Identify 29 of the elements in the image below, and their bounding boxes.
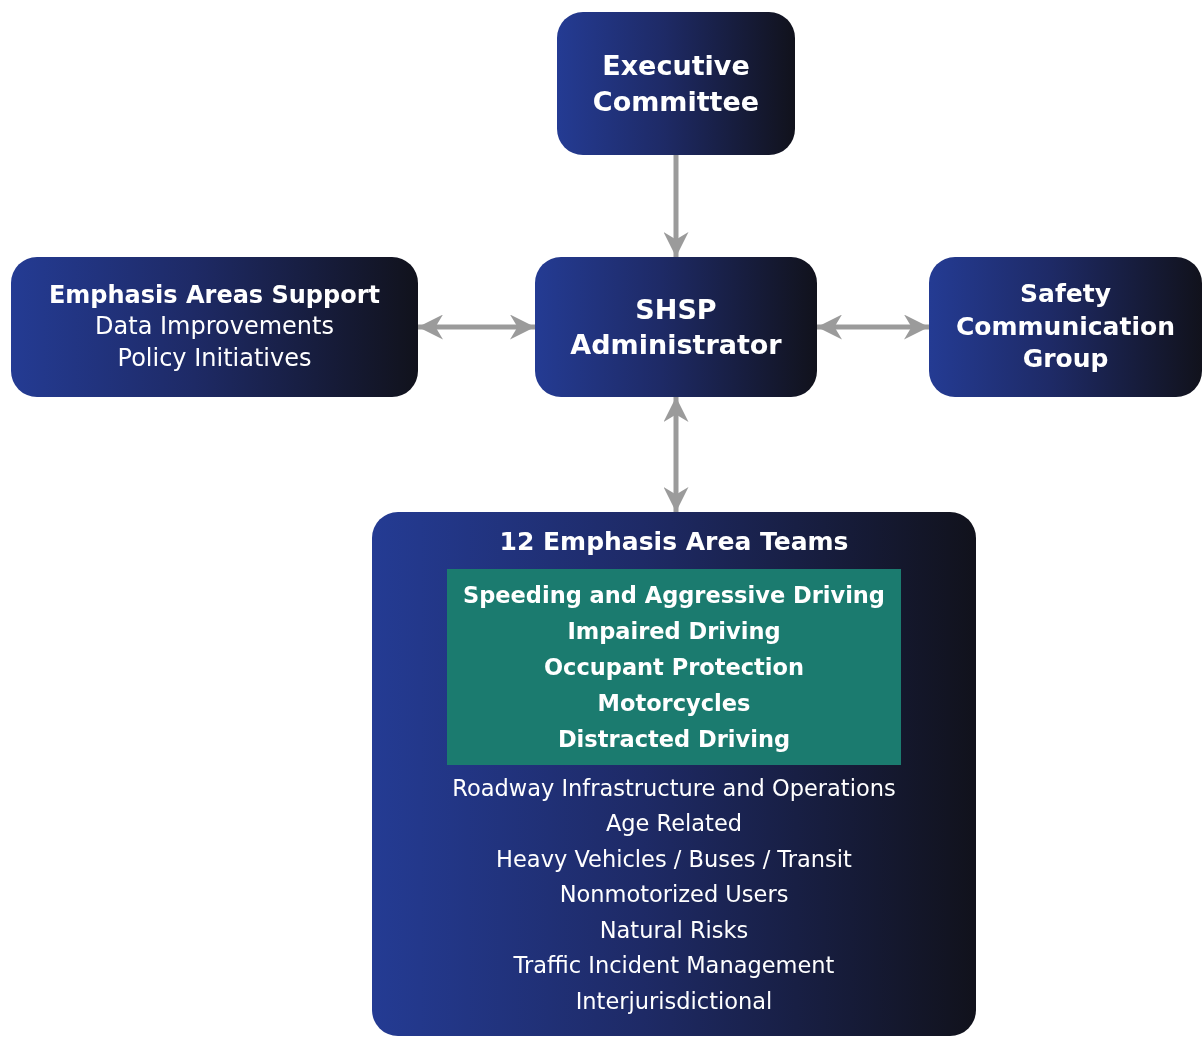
- connector-arrow: [817, 314, 929, 340]
- box-text: Policy Initiatives: [117, 342, 312, 374]
- box-text: Roadway Infrastructure and Operations: [452, 773, 896, 803]
- box-text: Impaired Driving: [567, 616, 781, 646]
- box-text: Data Improvements: [95, 311, 334, 343]
- box-text: Interjurisdictional: [575, 986, 773, 1016]
- box-text: Motorcycles: [597, 688, 751, 718]
- box-text: Nonmotorized Users: [559, 880, 789, 910]
- box-heading: Emphasis Areas Support: [48, 280, 381, 312]
- connector-arrow: [418, 314, 535, 340]
- box-text: Natural Risks: [599, 915, 749, 945]
- box-text: Safety Communication Group: [955, 278, 1176, 376]
- box-text: Executive Committee: [591, 49, 761, 119]
- highlight-box: [447, 568, 901, 765]
- org-box: [535, 257, 817, 397]
- org-box: [929, 257, 1202, 397]
- org-box: [11, 257, 418, 397]
- box-text: Age Related: [605, 809, 743, 839]
- box-heading: 12 Emphasis Area Teams: [499, 526, 849, 558]
- box-text: Heavy Vehicles / Buses / Transit: [496, 844, 852, 874]
- box-text: SHSP Administrator: [569, 292, 783, 362]
- org-box: [372, 512, 976, 1036]
- box-text: Traffic Incident Management: [513, 951, 835, 981]
- org-box: [557, 12, 795, 155]
- box-text: Distracted Driving: [557, 724, 791, 754]
- box-text: Speeding and Aggressive Driving: [463, 580, 885, 610]
- box-text: Occupant Protection: [543, 652, 805, 682]
- connector-arrow: [663, 397, 689, 512]
- connector-arrow: [663, 155, 689, 257]
